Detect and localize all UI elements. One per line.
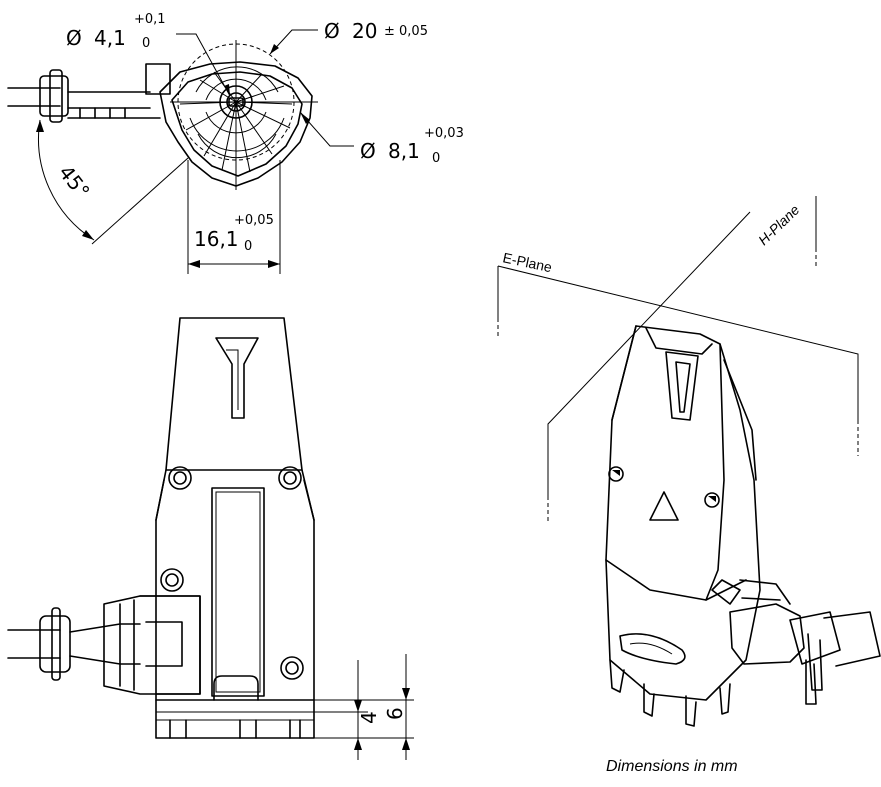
dim-diameter-small-value: 4,1 xyxy=(94,26,126,50)
isometric-view xyxy=(497,196,881,727)
h-plane-label: H-Plane xyxy=(755,201,803,248)
dim-diameter-large-symbol: Ø xyxy=(324,19,340,43)
dim-diameter-small-tol-upper: +0,1 xyxy=(134,12,166,27)
side-view xyxy=(7,317,414,760)
dim-diameter-small-tol-lower: 0 xyxy=(142,36,150,51)
dim-diameter-mid-tol-upper: +0,03 xyxy=(424,126,464,141)
dim-diameter-mid-symbol: Ø xyxy=(360,139,376,163)
dim-diameter-large-value: 20 xyxy=(352,19,377,43)
dim-diameter-mid-value: 8,1 xyxy=(388,139,420,163)
top-view xyxy=(7,29,354,274)
dim-width-value: 16,1 xyxy=(194,227,239,251)
e-plane-label: E-Plane xyxy=(501,249,553,275)
dim-diameter-large-tol: ± 0,05 xyxy=(384,24,428,39)
dim-diameter-mid-tol-lower: 0 xyxy=(432,151,440,166)
dim-width-tol-upper: +0,05 xyxy=(234,213,274,228)
caption: Dimensions in mm xyxy=(606,758,738,775)
dim-width-tol-lower: 0 xyxy=(244,239,252,254)
dim-height-6: 6 xyxy=(383,707,407,720)
dim-height-4: 4 xyxy=(357,711,381,724)
dim-diameter-small-symbol: Ø xyxy=(66,26,82,50)
dim-angle: 45° xyxy=(54,161,95,204)
